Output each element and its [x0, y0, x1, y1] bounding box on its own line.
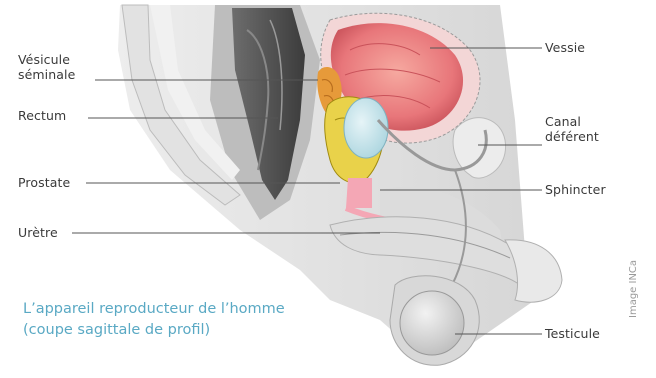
label-vessie: Vessie [545, 40, 585, 55]
label-uretre: Urètre [18, 225, 58, 240]
label-canal-line2: déférent [545, 129, 599, 144]
caption-line1: L’appareil reproducteur de l’homme [23, 299, 285, 320]
sphincter-ball [344, 98, 388, 158]
label-testicule: Testicule [545, 326, 600, 341]
label-vesicule-seminale: Vésicule séminale [18, 52, 75, 82]
figure-caption: L’appareil reproducteur de l’homme (coup… [23, 299, 285, 341]
testicle-shape [400, 291, 464, 355]
label-vesicule-line1: Vésicule [18, 52, 75, 67]
label-prostate: Prostate [18, 175, 70, 190]
scrotum-shape [390, 276, 479, 366]
image-credit: Image INCa [628, 302, 656, 318]
label-rectum: Rectum [18, 108, 66, 123]
caption-line2: (coupe sagittale de profil) [23, 320, 285, 341]
label-vesicule-line2: séminale [18, 67, 75, 82]
label-sphincter: Sphincter [545, 182, 606, 197]
label-canal-deferent: Canal déférent [545, 114, 599, 144]
label-canal-line1: Canal [545, 114, 599, 129]
